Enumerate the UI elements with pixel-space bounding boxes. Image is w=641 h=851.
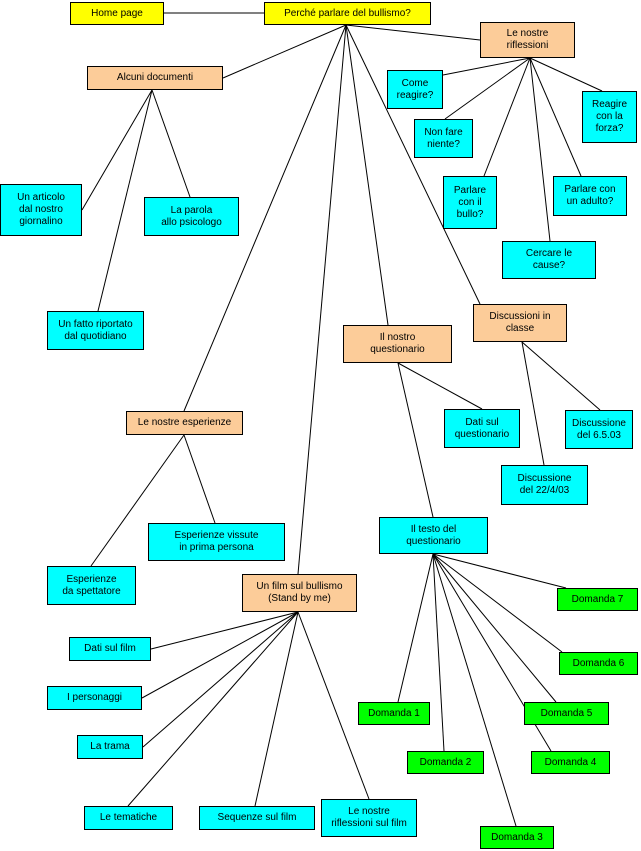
node-cercare-le-cause[interactable]: Cercare le cause? <box>502 241 596 279</box>
connector-riflessioni-bullo <box>483 57 531 177</box>
connector-root-questionario <box>345 24 389 326</box>
connector-documenti-parola <box>151 89 191 198</box>
connector-film-personaggi <box>141 611 299 699</box>
connector-film-tematiche <box>127 611 299 807</box>
connector-discussioni-22-4 <box>521 341 545 466</box>
node-domanda-2[interactable]: Domanda 2 <box>407 751 484 774</box>
node-come-reagire[interactable]: Come reagire? <box>387 70 443 109</box>
connector-root-discussioni <box>345 24 481 305</box>
node-parola-psicologo[interactable]: La parola allo psicologo <box>144 197 239 236</box>
node-sequenze-sul-film[interactable]: Sequenze sul film <box>199 806 315 830</box>
connector-riflessioni-nonfare <box>444 57 531 120</box>
connector-riflessioni-adulto <box>529 57 582 177</box>
node-domanda-6[interactable]: Domanda 6 <box>559 652 638 675</box>
node-un-film-sul-bullismo[interactable]: Un film sul bullismo (Stand by me) <box>242 574 357 612</box>
connector-documenti-articolo <box>81 89 153 211</box>
node-alcuni-documenti[interactable]: Alcuni documenti <box>87 66 223 90</box>
node-discussioni-in-classe[interactable]: Discussioni in classe <box>473 304 567 342</box>
connector-testo-d2 <box>432 553 445 752</box>
connector-esperienze-spettatore <box>90 434 185 567</box>
connector-questionario-dati <box>397 362 483 410</box>
connector-film-sequenze <box>254 611 299 807</box>
node-parlare-con-bullo[interactable]: Parlare con il bullo? <box>443 176 497 229</box>
connector-testo-d3 <box>432 553 517 827</box>
connector-testo-d5 <box>432 553 557 703</box>
connector-esperienze-vissute <box>183 434 216 524</box>
node-articolo-giornalino[interactable]: Un articolo dal nostro giornalino <box>0 184 82 236</box>
node-domanda-3[interactable]: Domanda 3 <box>480 826 554 849</box>
connector-riflessioni-come <box>442 57 531 76</box>
node-domanda-7[interactable]: Domanda 7 <box>557 588 638 611</box>
connector-film-riflessioni <box>297 611 370 800</box>
connector-root-riflessioni <box>345 24 481 41</box>
node-parlare-con-adulto[interactable]: Parlare con un adulto? <box>553 176 627 216</box>
node-reagire-con-forza[interactable]: Reagire con la forza? <box>582 91 637 143</box>
connector-root-film <box>297 24 347 575</box>
connector-root-documenti <box>222 24 347 79</box>
node-non-fare-niente[interactable]: Non fare niente? <box>414 119 473 158</box>
node-domanda-1[interactable]: Domanda 1 <box>358 702 430 725</box>
connector-testo-d7 <box>432 553 567 589</box>
node-le-nostre-esperienze[interactable]: Le nostre esperienze <box>126 411 243 435</box>
connector-discussioni-6-5 <box>521 341 601 411</box>
node-domanda-5[interactable]: Domanda 5 <box>524 702 609 725</box>
node-domanda-4[interactable]: Domanda 4 <box>531 751 610 774</box>
node-dati-sul-film[interactable]: Dati sul film <box>69 637 151 661</box>
home-page-link[interactable]: Home page <box>70 2 164 25</box>
node-il-nostro-questionario[interactable]: Il nostro questionario <box>343 325 452 363</box>
node-le-tematiche[interactable]: Le tematiche <box>84 806 173 830</box>
connector-testo-d6 <box>432 553 563 653</box>
connector-riflessioni-cause <box>529 57 551 242</box>
node-le-nostre-riflessioni[interactable]: Le nostre riflessioni <box>480 22 575 58</box>
connector-documenti-fatto <box>97 89 153 312</box>
connector-film-dati <box>150 611 299 650</box>
node-la-trama[interactable]: La trama <box>77 735 143 759</box>
connector-film-trama <box>142 611 299 748</box>
root-node-perche-parlare[interactable]: Perché parlare del bullismo? <box>264 2 431 25</box>
node-i-personaggi[interactable]: I personaggi <box>47 686 142 710</box>
node-dati-sul-questionario[interactable]: Dati sul questionario <box>444 409 520 448</box>
node-discussione-22-4-03[interactable]: Discussione del 22/4/03 <box>501 465 588 505</box>
connector-testo-d1 <box>397 553 434 703</box>
connector-questionario-testo <box>397 362 434 518</box>
node-esperienze-spettatore[interactable]: Esperienze da spettatore <box>47 566 136 605</box>
connector-root-esperienze <box>183 24 347 412</box>
connector-riflessioni-forza <box>529 57 603 92</box>
node-fatto-quotidiano[interactable]: Un fatto riportato dal quotidiano <box>47 311 144 350</box>
node-discussione-6-5-03[interactable]: Discussione del 6.5.03 <box>565 410 633 449</box>
node-il-testo-del-questionario[interactable]: Il testo del questionario <box>379 517 488 554</box>
node-riflessioni-sul-film[interactable]: Le nostre riflessioni sul film <box>321 799 417 837</box>
node-esperienze-vissute[interactable]: Esperienze vissute in prima persona <box>148 523 285 561</box>
